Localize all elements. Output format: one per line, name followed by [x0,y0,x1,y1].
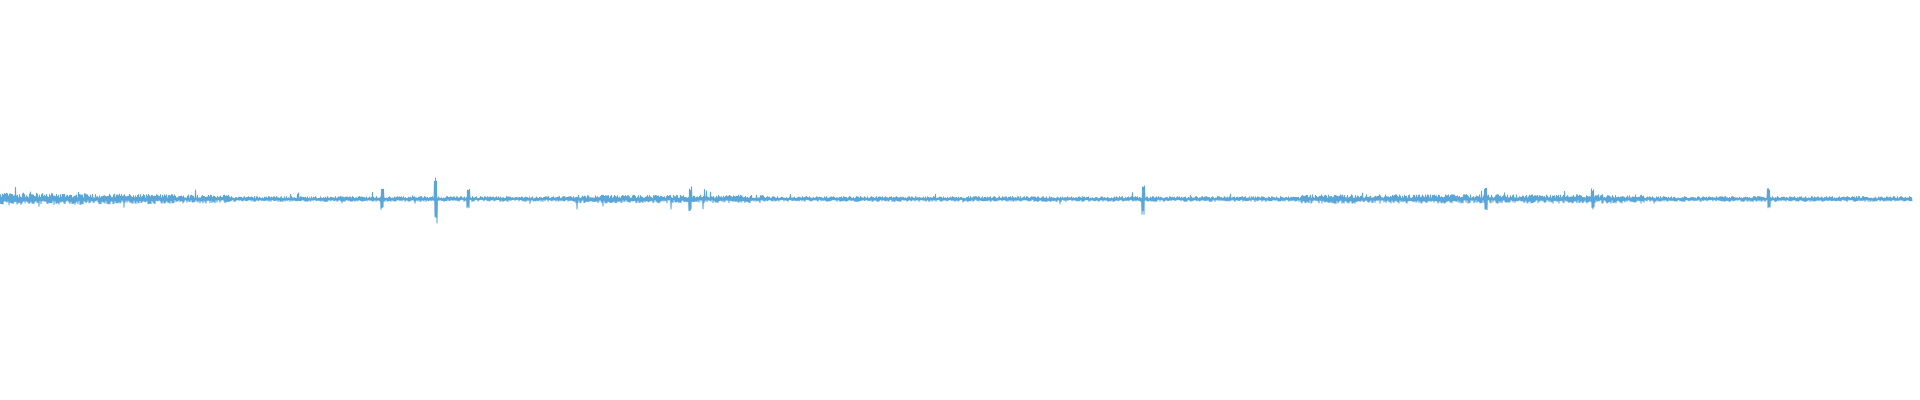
waveform-trace [0,177,1913,224]
